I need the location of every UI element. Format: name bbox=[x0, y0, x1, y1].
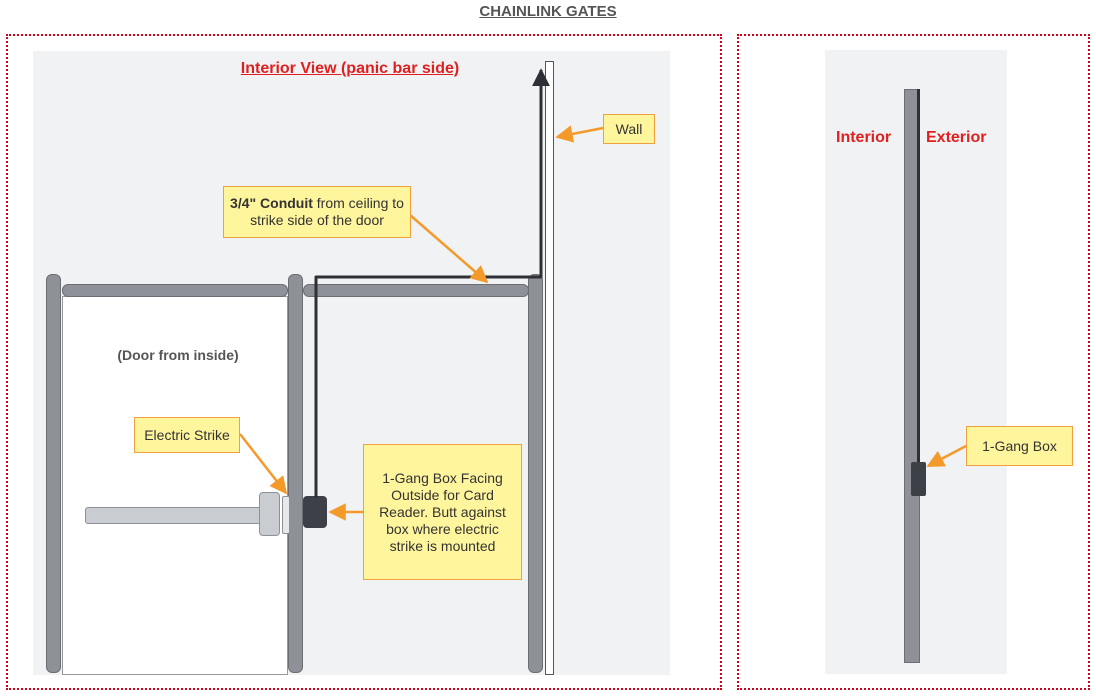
left-gate-post bbox=[46, 274, 61, 673]
exterior-label: Exterior bbox=[926, 129, 987, 146]
door-leaf bbox=[62, 296, 288, 675]
electric-strike-callout: Electric Strike bbox=[134, 417, 240, 453]
side-conduit bbox=[917, 89, 920, 463]
center-gate-post bbox=[288, 274, 303, 673]
electric-strike bbox=[282, 496, 290, 534]
door-top-rail bbox=[62, 284, 288, 297]
wall-arrow bbox=[555, 125, 604, 143]
interior-view-panel bbox=[6, 34, 722, 690]
strike-arrow bbox=[239, 433, 288, 495]
conduit-run bbox=[314, 68, 550, 498]
side-view-panel bbox=[737, 34, 1090, 690]
side-gang-box-arrow bbox=[926, 444, 967, 468]
interior-view-heading: Interior View (panic bar side) bbox=[240, 60, 460, 77]
right-gate-post bbox=[528, 274, 543, 673]
fence-top-rail bbox=[303, 284, 529, 297]
gang-box-callout: 1-Gang Box Facing Outside for Card Reade… bbox=[363, 444, 522, 580]
conduit-arrow bbox=[409, 214, 489, 284]
door-label: (Door from inside) bbox=[117, 347, 239, 363]
side-gang-box bbox=[911, 462, 926, 496]
gang-box bbox=[303, 496, 327, 528]
side-gang-box-callout: 1-Gang Box bbox=[966, 426, 1073, 466]
wall-callout: Wall bbox=[603, 114, 655, 144]
wall bbox=[545, 61, 554, 675]
conduit-callout-bold: 3/4" Conduit bbox=[230, 195, 313, 211]
conduit-callout-text: from ceiling to strike side of the door bbox=[250, 195, 404, 228]
interior-label: Interior bbox=[836, 129, 892, 146]
page-title: CHAINLINK GATES bbox=[479, 3, 617, 20]
conduit-callout: 3/4" Conduit from ceiling to strike side… bbox=[223, 186, 411, 238]
